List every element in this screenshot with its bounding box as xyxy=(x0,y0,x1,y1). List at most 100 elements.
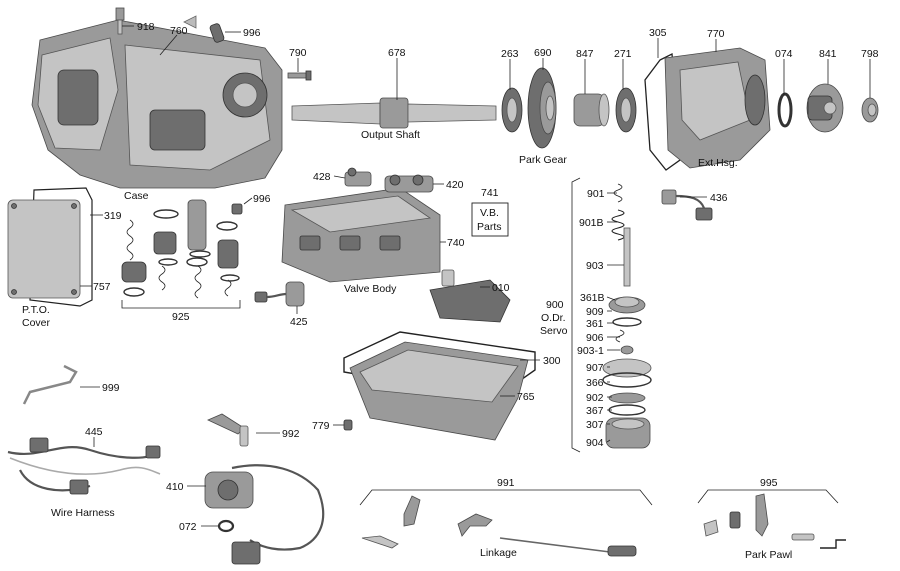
bearing-271-part xyxy=(615,87,637,133)
label-779: 779 xyxy=(312,420,330,432)
label-903-1: 903-1 xyxy=(577,345,604,357)
label-770: 770 xyxy=(707,28,725,40)
label-907: 907 xyxy=(586,362,604,374)
drain-plug-779-part xyxy=(343,419,353,431)
caption-park-pawl: Park Pawl xyxy=(745,549,792,561)
label-319: 319 xyxy=(104,210,122,222)
caption-vb-parts-line2: Parts xyxy=(477,221,502,233)
label-918: 918 xyxy=(137,21,155,33)
label-366: 366 xyxy=(586,377,604,389)
label-999: 999 xyxy=(102,382,120,394)
bearing-263-part xyxy=(501,87,523,133)
label-760: 760 xyxy=(170,25,188,37)
label-902: 902 xyxy=(586,392,604,404)
label-307: 307 xyxy=(586,419,604,431)
manual-lever-992-part xyxy=(207,413,249,447)
accumulator-parts-925 xyxy=(121,199,240,299)
caption-pto-line2: Cover xyxy=(22,317,51,329)
yoke-flange-841-part xyxy=(806,83,844,133)
label-678: 678 xyxy=(388,47,406,59)
label-841: 841 xyxy=(819,48,837,60)
output-shaft-part xyxy=(291,97,497,129)
label-925: 925 xyxy=(172,311,190,323)
valve-body-740-part xyxy=(281,187,441,283)
caption-ext-hsg: Ext.Hsg. xyxy=(698,157,738,169)
caption-odr-line2: Servo xyxy=(540,325,568,337)
label-996-side: 996 xyxy=(253,193,271,205)
label-741: 741 xyxy=(481,187,499,199)
wire-harness-445-part xyxy=(7,437,161,495)
label-445: 445 xyxy=(85,426,103,438)
label-690: 690 xyxy=(534,47,552,59)
label-074: 074 xyxy=(775,48,793,60)
seal-074-part xyxy=(777,92,793,128)
label-305: 305 xyxy=(649,27,667,39)
label-991: 991 xyxy=(497,477,515,489)
bolt-918-part xyxy=(115,7,125,35)
label-271: 271 xyxy=(614,48,632,60)
tube-999-part xyxy=(22,364,78,405)
pto-cover-part xyxy=(7,187,93,307)
label-300: 300 xyxy=(543,355,561,367)
case-part xyxy=(31,19,283,189)
gasket-305-part xyxy=(644,52,681,171)
oil-pan-765-part xyxy=(349,341,529,441)
solenoid-425-part xyxy=(254,281,305,307)
caption-case: Case xyxy=(124,190,149,202)
bolt-790-part xyxy=(287,70,312,81)
range-sensor-410-part xyxy=(204,464,325,565)
label-263: 263 xyxy=(501,48,519,60)
extension-housing-770-part xyxy=(664,47,771,169)
linkage-parts xyxy=(361,495,637,557)
solenoid-pack-428-part xyxy=(344,167,372,187)
label-900: 900 xyxy=(546,299,564,311)
label-420: 420 xyxy=(446,179,464,191)
label-436: 436 xyxy=(710,192,728,204)
caption-valve-body: Valve Body xyxy=(344,283,397,295)
label-740: 740 xyxy=(447,237,465,249)
label-361: 361 xyxy=(586,318,604,330)
caption-pto-line1: P.T.O. xyxy=(22,304,50,316)
label-410: 410 xyxy=(166,481,184,493)
label-909: 909 xyxy=(586,306,604,318)
label-010: 010 xyxy=(492,282,510,294)
caption-park-gear: Park Gear xyxy=(519,154,567,166)
park-pawl-bracket xyxy=(697,489,839,504)
label-072: 072 xyxy=(179,521,197,533)
sensor-436-part xyxy=(661,189,713,221)
group-captions: Case Output Shaft Park Gear Ext.Hsg. Val… xyxy=(22,129,792,561)
vb-parts-box xyxy=(471,202,509,237)
oring-072-part xyxy=(217,519,235,533)
label-425: 425 xyxy=(290,316,308,328)
part-labels: 918 760 996 790 678 263 690 847 271 305 … xyxy=(85,21,879,533)
caption-odr-line1: O.Dr. xyxy=(541,312,566,324)
od-servo-stack xyxy=(602,183,652,449)
speedo-rotor-847-part xyxy=(573,93,610,127)
label-367: 367 xyxy=(586,405,604,417)
caption-linkage: Linkage xyxy=(480,547,517,559)
label-765: 765 xyxy=(517,391,535,403)
label-901b: 901B xyxy=(579,217,604,229)
caption-output-shaft: Output Shaft xyxy=(361,129,420,141)
park-pawl-parts xyxy=(703,493,846,549)
nut-798-part xyxy=(861,97,879,123)
triangle-marker-icon xyxy=(183,15,197,29)
label-906: 906 xyxy=(586,332,604,344)
filter-010-part xyxy=(429,269,511,323)
pan-gasket-300-part xyxy=(343,331,536,399)
bracket-925 xyxy=(121,300,241,309)
label-995: 995 xyxy=(760,477,778,489)
park-gear-690-part xyxy=(527,67,557,149)
label-361b: 361B xyxy=(580,292,605,304)
label-992: 992 xyxy=(282,428,300,440)
sensor-996-top-part xyxy=(209,23,225,43)
linkage-bracket xyxy=(359,489,653,506)
solenoid-pack-420-part xyxy=(384,174,434,193)
servo-bracket xyxy=(571,177,581,453)
label-996-top: 996 xyxy=(243,27,261,39)
label-904: 904 xyxy=(586,437,604,449)
label-901: 901 xyxy=(587,188,605,200)
bolt-996-side-part xyxy=(231,203,243,215)
caption-vb-parts-line1: V.B. xyxy=(480,207,499,219)
